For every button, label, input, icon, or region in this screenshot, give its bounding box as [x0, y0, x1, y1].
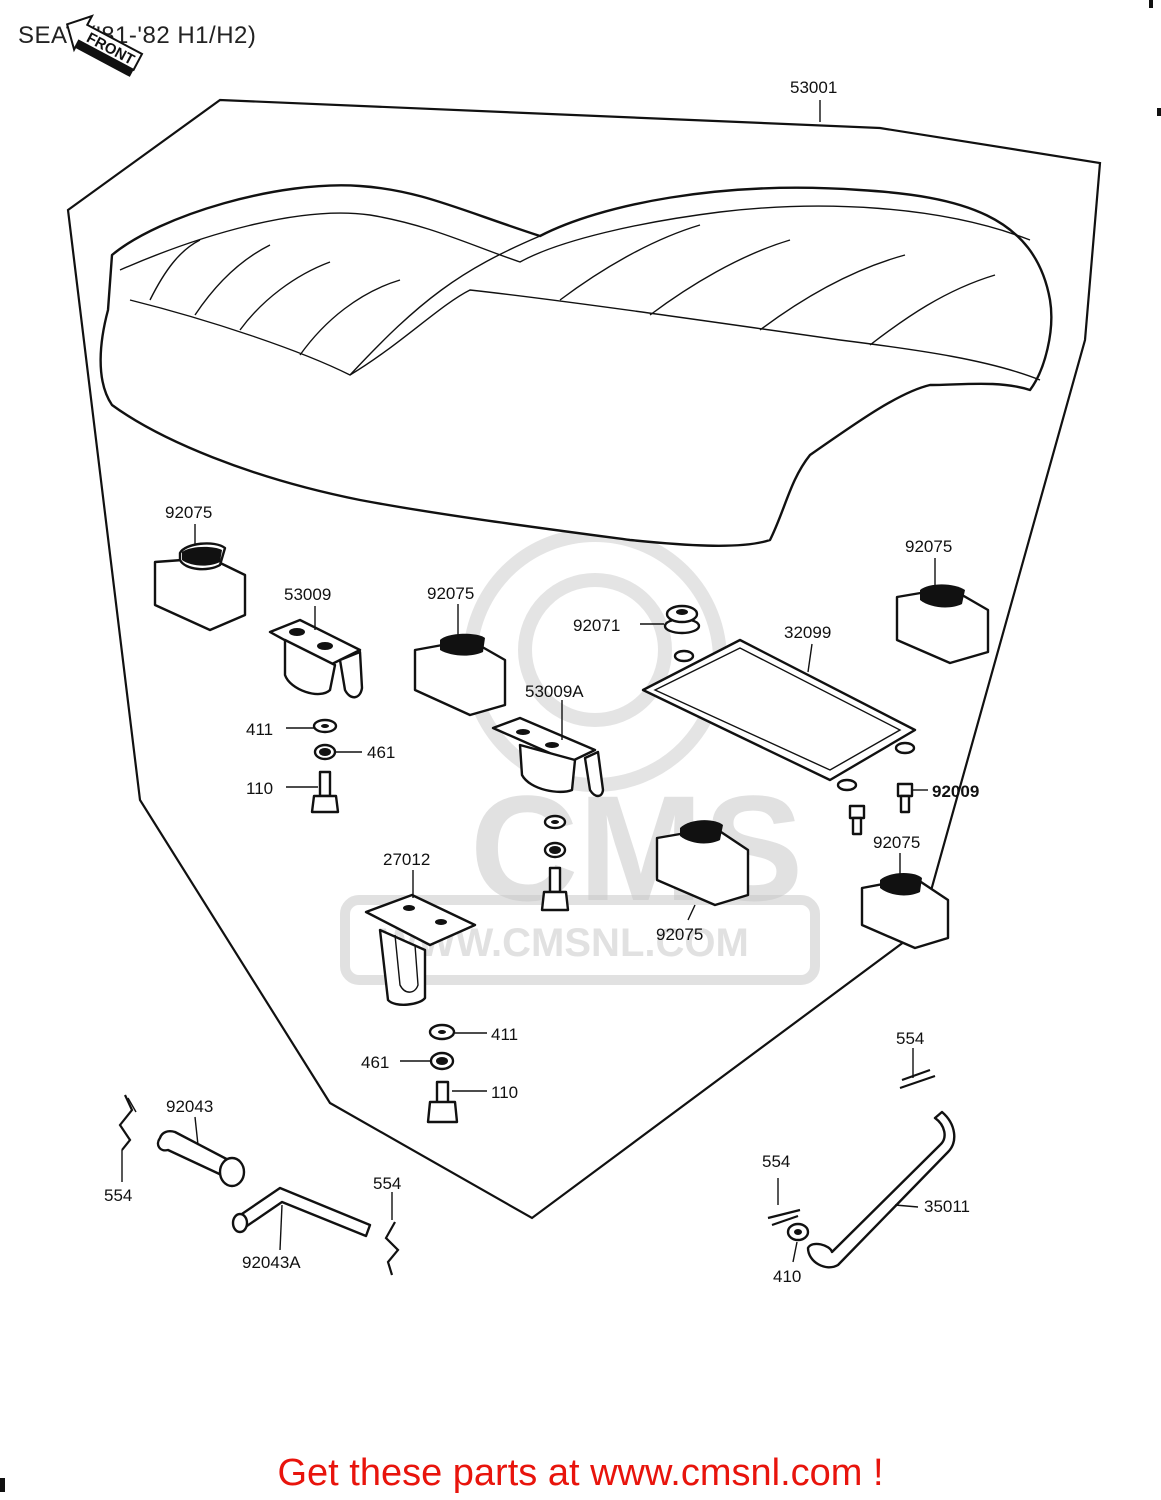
bracket-center: [491, 716, 605, 798]
label-411-lower: 411: [491, 1025, 518, 1044]
damper-front-left: [153, 542, 247, 632]
label-27012: 27012: [383, 850, 430, 869]
label-110-lower: 110: [491, 1083, 518, 1102]
label-92043: 92043: [166, 1097, 213, 1116]
part-labels: 53001 92075 53009 92075 92071 32099 9207…: [104, 78, 979, 1286]
bracket-left: [268, 618, 364, 699]
footer-link[interactable]: Get these parts at www.cmsnl.com !: [277, 1452, 884, 1494]
grommet: [663, 604, 701, 635]
label-410: 410: [773, 1267, 801, 1286]
bracket-27012: [364, 893, 477, 1006]
label-53009A: 53009A: [525, 682, 584, 701]
clip-554-right-lower: [767, 1178, 801, 1227]
pin-92043A: [231, 1186, 372, 1238]
washer-410: [786, 1222, 810, 1242]
label-461-lower: 461: [361, 1053, 389, 1072]
edge-mark: [1157, 108, 1161, 116]
label-92075-center: 92075: [427, 584, 474, 603]
edge-mark: [0, 1478, 5, 1492]
damper-center: [413, 633, 507, 717]
label-554-center: 554: [373, 1174, 401, 1193]
clip-554-center: [384, 1221, 400, 1276]
label-92075-front-left: 92075: [165, 503, 212, 522]
page-title: SEAT ('81-'82 H1/H2): [18, 22, 257, 49]
label-92009: 92009: [932, 782, 979, 801]
damper-right-bottom: [860, 872, 950, 950]
leader-lines: [121, 100, 936, 1263]
screws: [848, 782, 914, 836]
label-554-left: 554: [104, 1186, 132, 1205]
label-461-upper: 461: [367, 743, 395, 762]
label-35011: 35011: [924, 1197, 970, 1216]
label-411-upper: 411: [246, 720, 273, 739]
front-arrow-icon: FRONT: [65, 14, 144, 77]
hardware-set-upper: [310, 718, 340, 814]
label-554-right-top: 554: [896, 1029, 924, 1048]
watermark-brand: CMS: [470, 764, 803, 932]
label-92075-lower-center: 92075: [656, 925, 703, 944]
clip-554-right-top: [899, 1068, 936, 1090]
label-32099: 32099: [784, 623, 831, 642]
seat: [99, 184, 1053, 547]
label-53009: 53009: [284, 585, 331, 604]
tray: [641, 638, 917, 792]
damper-right-top: [895, 584, 990, 665]
label-92071: 92071: [573, 616, 620, 635]
label-92075-right-top: 92075: [905, 537, 952, 556]
rod-35011: [806, 1110, 956, 1269]
edge-mark: [1149, 0, 1153, 8]
label-92043A: 92043A: [242, 1253, 301, 1272]
pin-92043: [156, 1130, 246, 1188]
assembly-boundary: [66, 98, 1102, 1220]
label-110-upper: 110: [246, 779, 273, 798]
hardware-set-lower: [426, 1023, 459, 1124]
clip-554-left: [118, 1094, 137, 1151]
label-554-right-lower: 554: [762, 1152, 790, 1171]
label-92075-right-bottom: 92075: [873, 833, 920, 852]
hardware-set-center: [540, 814, 570, 912]
damper-lower-center: [655, 820, 750, 907]
label-53001: 53001: [790, 78, 837, 97]
